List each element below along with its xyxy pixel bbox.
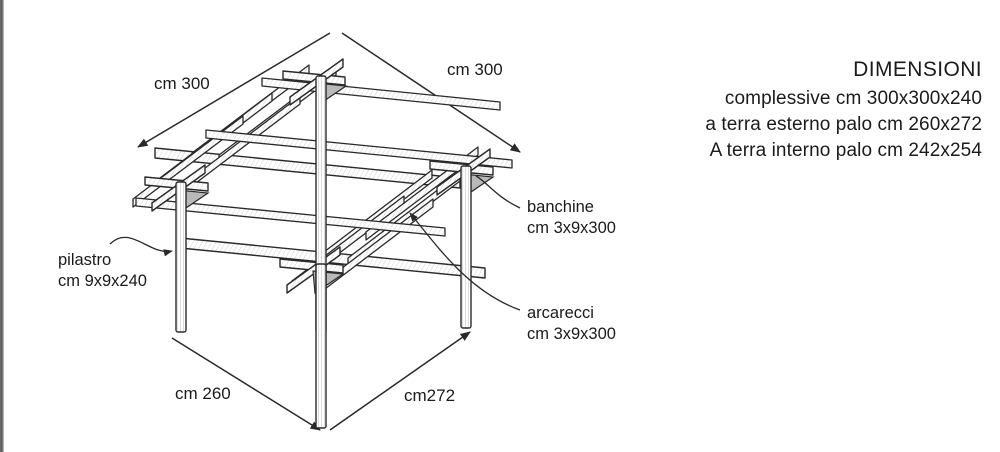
dimension-label-top-right: cm 300: [447, 60, 503, 79]
post-left: [175, 181, 187, 333]
banchina-far: [154, 147, 461, 189]
callout-banchine-label: banchine: [527, 198, 594, 216]
dimensions-line-terra-interno: A terra interno palo cm 242x254: [709, 140, 982, 161]
dimension-label-top-left: cm 300: [154, 74, 210, 93]
dimensions-line-complessive: complessive cm 300x300x240: [724, 88, 982, 109]
post-front: [315, 263, 327, 429]
callout-pilastro-spec: cm 9x9x240: [58, 272, 147, 290]
dimension-lines-top: [137, 32, 521, 153]
leader-pilastro: [109, 236, 173, 257]
callout-banchine-spec: cm 3x9x300: [527, 219, 616, 237]
dimensions-title: DIMENSIONI: [853, 58, 982, 81]
purlin-2: [205, 129, 513, 169]
post-right: [460, 165, 472, 329]
callout-arcarecci-spec: cm 3x9x300: [527, 325, 616, 343]
purlin-1: [135, 197, 446, 237]
leader-banchine: [475, 175, 521, 209]
dimensions-summary-block: DIMENSIONI complessive cm 300x300x240 a …: [642, 56, 982, 164]
dimension-label-bottom-right: cm272: [404, 386, 456, 405]
dimension-lines-bottom: [171, 331, 471, 431]
dimension-label-bottom-left: cm 260: [175, 384, 231, 403]
leader-arcarecci: [409, 212, 521, 311]
callout-arcarecci: arcarecci cm 3x9x300: [527, 303, 616, 345]
cap-front-b: [286, 246, 341, 294]
callout-arcarecci-label: arcarecci: [527, 304, 594, 322]
callout-banchine: banchine cm 3x9x300: [527, 197, 616, 239]
dimensions-line-terra-esterno: a terra esterno palo cm 260x272: [705, 114, 982, 135]
callout-pilastro-label: pilastro: [58, 251, 112, 269]
pilastri-posts: [175, 75, 472, 429]
callout-leaders: [109, 175, 521, 311]
callout-pilastro: pilastro cm 9x9x240: [58, 250, 147, 292]
scan-edge-strip: [0, 0, 4, 452]
pergola-isometric-drawing: [109, 32, 521, 431]
